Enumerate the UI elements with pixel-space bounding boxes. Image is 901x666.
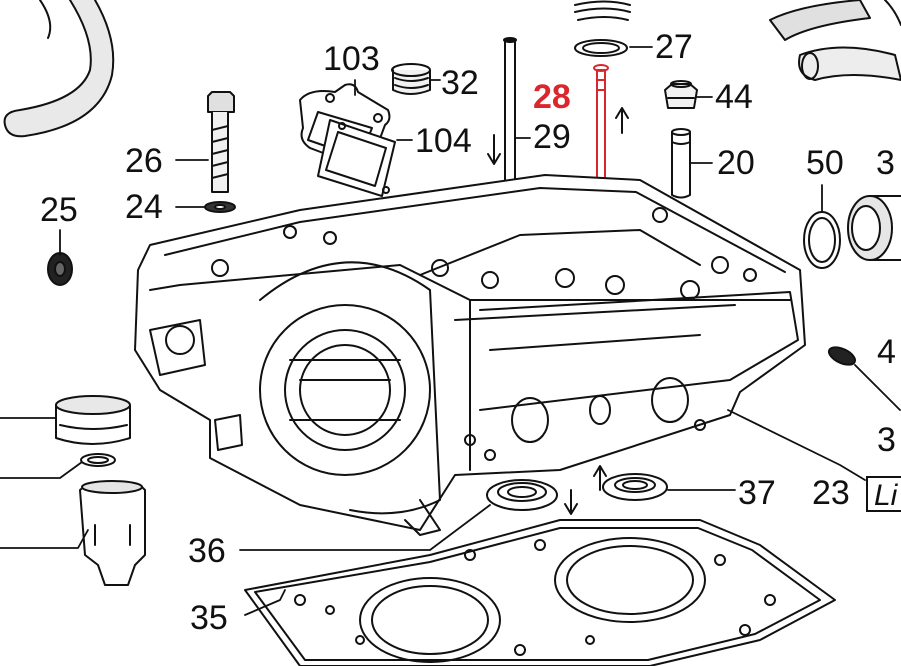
callout-44[interactable]: 44	[715, 78, 753, 116]
callout-36[interactable]: 36	[188, 532, 226, 570]
valve-guide-20[interactable]	[671, 128, 691, 199]
callout-104[interactable]: 104	[415, 122, 472, 160]
washer-24[interactable]	[204, 201, 236, 213]
hose-left[interactable]	[3, 0, 115, 138]
callout-3-top[interactable]: 3	[876, 144, 895, 182]
seal-50[interactable]	[803, 211, 841, 269]
callout-20[interactable]: 20	[717, 144, 755, 182]
motion-arrows	[487, 107, 629, 515]
boxed-reference-label[interactable]: Li	[866, 476, 901, 512]
bolt-26[interactable]	[207, 91, 235, 193]
callout-32[interactable]: 32	[441, 64, 479, 102]
cap-32[interactable]	[391, 63, 431, 95]
plug-4[interactable]	[826, 344, 857, 369]
seal-37[interactable]	[602, 473, 668, 501]
callout-37[interactable]: 37	[738, 474, 776, 512]
tappet-cap[interactable]	[55, 395, 131, 445]
callout-29[interactable]: 29	[533, 118, 571, 156]
valve-spring[interactable]	[574, 0, 631, 21]
callout-24[interactable]: 24	[125, 188, 163, 226]
spring-seat-27[interactable]	[574, 39, 628, 57]
tappet[interactable]	[79, 480, 146, 586]
callout-26[interactable]: 26	[125, 142, 163, 180]
callout-35[interactable]: 35	[190, 599, 228, 637]
o-ring[interactable]	[80, 453, 116, 467]
callout-25[interactable]: 25	[40, 191, 78, 229]
callout-4[interactable]: 4	[877, 333, 896, 371]
callout-27[interactable]: 27	[655, 28, 693, 66]
gasket-104[interactable]	[317, 119, 396, 197]
cylinder-head[interactable]	[134, 174, 806, 536]
callout-3-bottom[interactable]: 3	[877, 421, 896, 459]
callout-28[interactable]: 28	[533, 78, 571, 116]
callout-23[interactable]: 23	[812, 474, 850, 512]
seal-3[interactable]	[847, 195, 901, 261]
hose-right[interactable]	[769, 0, 901, 81]
seal-36[interactable]	[486, 479, 558, 511]
head-gasket-35[interactable]	[244, 519, 836, 666]
seal-44[interactable]	[664, 80, 698, 109]
plug-25[interactable]	[47, 252, 73, 286]
leader-lines	[0, 46, 901, 616]
callout-103[interactable]: 103	[323, 40, 380, 78]
callout-50[interactable]: 50	[806, 144, 844, 182]
